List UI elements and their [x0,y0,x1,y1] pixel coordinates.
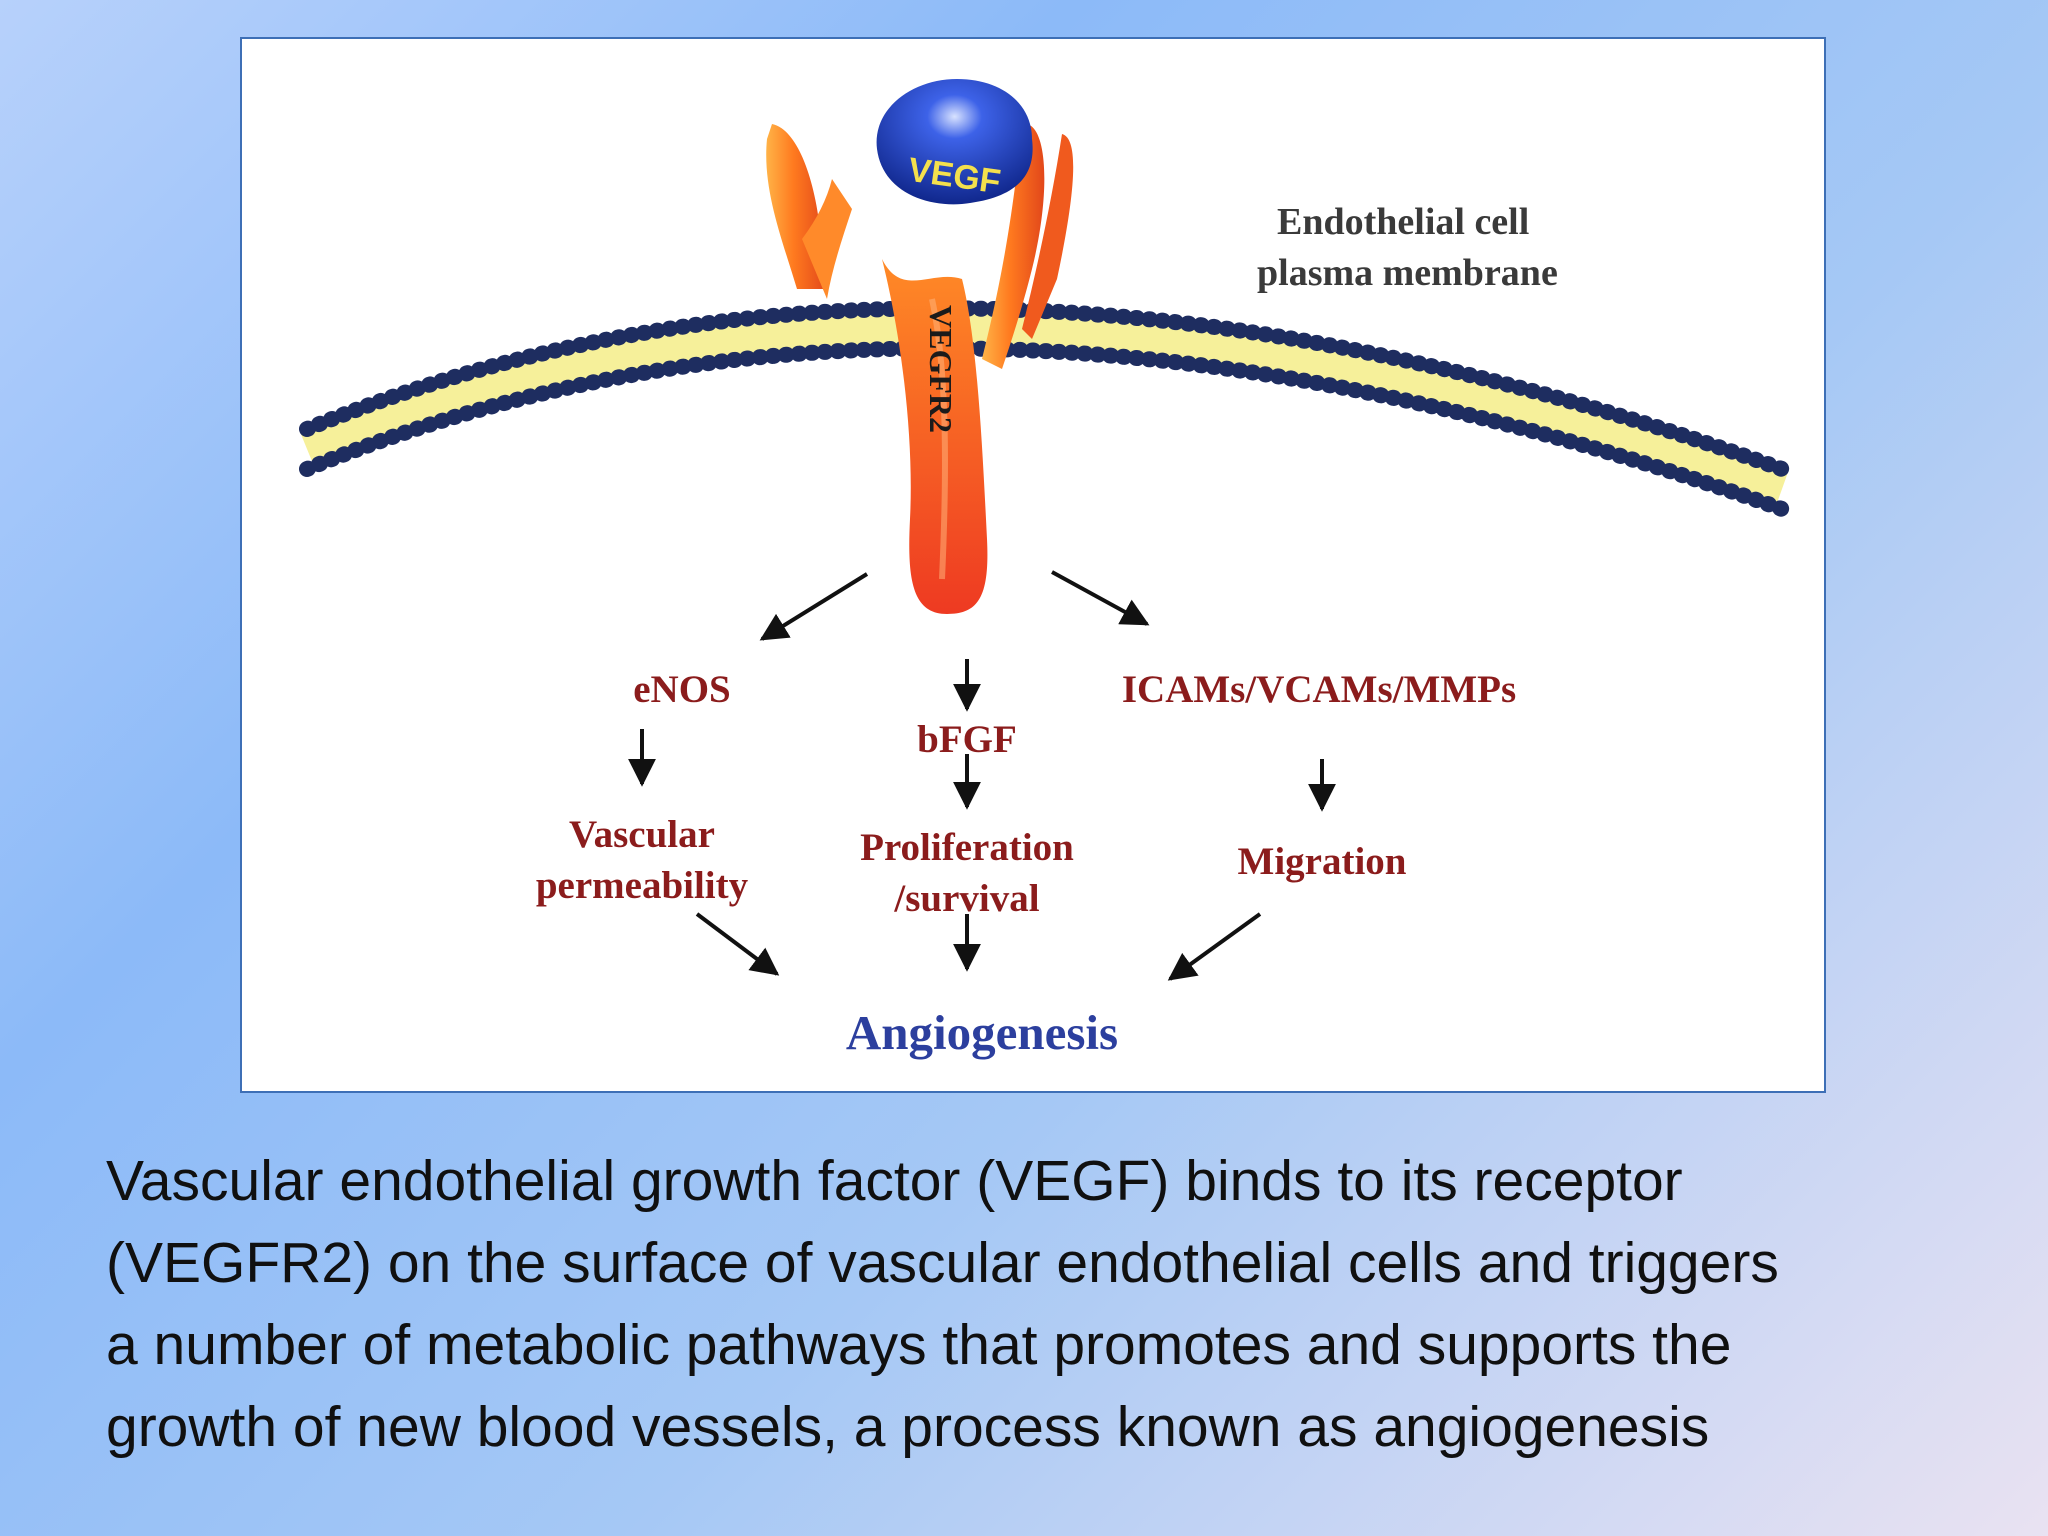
arrow-permeability-to-angiogenesis [695,912,780,976]
effect-migration: Migration [1237,840,1407,883]
effect-permeability-line-1: Vascular [569,813,715,856]
caption-line-4: growth of new blood vessels, a process k… [106,1395,1710,1459]
outcome-angiogenesis: Angiogenesis [845,1005,1119,1060]
arrow-receptor-to-enos [759,572,869,641]
receptor-stem [882,259,988,614]
caption-line-1: Vascular endothelial growth factor (VEGF… [106,1149,1683,1213]
effect-vascular-permeability: Vascular permeability [492,809,792,911]
caption-line-3: a number of metabolic pathways that prom… [106,1313,1732,1377]
diagram-canvas: VEGF VEGFR2 [299,79,1790,981]
slide-caption: Vascular endothelial growth factor (VEGF… [106,1140,1946,1468]
mediator-enos: eNOS [633,668,731,711]
effect-proliferation-line-1: Proliferation [860,826,1074,869]
arrow-receptor-to-icams [1051,570,1150,626]
mediator-bfgf: bFGF [917,718,1017,761]
receptor-right-arm [982,123,1045,370]
vegf-shape [876,79,1033,205]
caption-line-2: (VEGFR2) on the surface of vascular endo… [106,1231,1779,1295]
effect-proliferation-line-2: /survival [894,877,1040,920]
receptor-stem-highlight [929,298,948,580]
receptor-left-arm-inner [802,179,852,299]
membrane-bilayer [299,300,1790,517]
membrane-label-line-2: plasma membrane [1257,252,1558,294]
receptor-right-arm-back [1022,134,1074,339]
vegfr2-receptor [766,123,1074,614]
vegf-ligand: VEGF [876,79,1033,205]
pathway-arrows [628,570,1336,981]
effect-proliferation-survival: Proliferation /survival [842,822,1092,924]
membrane-outer-leaflet [299,300,1790,477]
vegfr2-label: VEGFR2 [923,305,959,433]
diagram-figure: VEGF VEGFR2 Endothelial cell plasma memb… [240,37,1826,1093]
arrow-migration-to-angiogenesis [1167,912,1262,981]
membrane-label: Endothelial cell plasma membrane [1257,197,1558,299]
membrane-label-line-1: Endothelial cell [1277,201,1530,243]
mediator-icams: ICAMs/VCAMs/MMPs [1121,668,1517,711]
effect-permeability-line-2: permeability [535,864,749,907]
